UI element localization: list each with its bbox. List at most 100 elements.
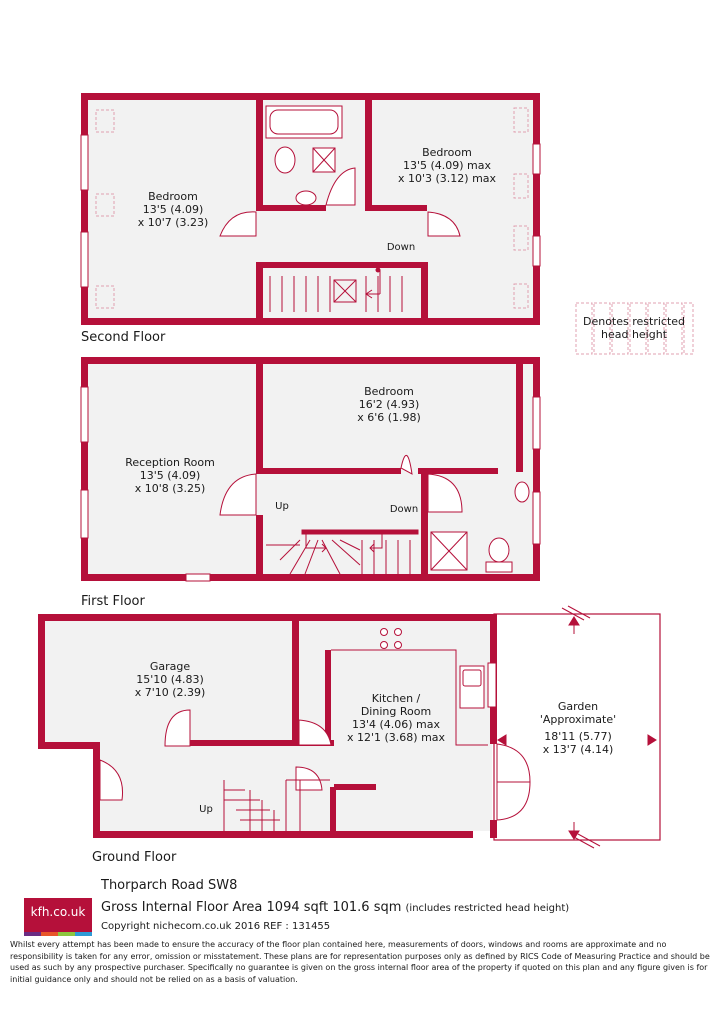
room-dimension: 13'5 (4.09) max <box>403 159 492 172</box>
door-swing <box>427 473 463 513</box>
wall <box>81 357 88 581</box>
room-dimension: 16'2 (4.93) <box>359 398 420 411</box>
bath-tub <box>269 109 339 135</box>
wall <box>38 742 100 749</box>
wall <box>256 515 263 579</box>
door-swing <box>295 766 323 791</box>
room-name: Reception Room <box>125 456 215 469</box>
logo-text: kfh.co.uk <box>30 905 86 919</box>
room-dimension: 15'10 (4.83) <box>136 673 204 686</box>
door-swing <box>427 211 461 237</box>
stairs-label: Down <box>390 504 418 515</box>
wall <box>93 742 100 838</box>
room-dimension: x 10'3 (3.12) max <box>398 172 497 185</box>
door-swing <box>99 759 124 801</box>
wall <box>325 650 331 745</box>
window <box>532 396 541 450</box>
window <box>532 235 541 267</box>
gross-internal-area: Gross Internal Floor Area 1094 sqft 101.… <box>101 900 569 915</box>
floor-title: First Floor <box>81 594 145 609</box>
toilet-icon <box>488 537 510 563</box>
hob-icon <box>380 628 402 649</box>
legend-text: head height <box>601 328 668 341</box>
room-dimension: x 7'10 (2.39) <box>135 686 206 699</box>
door-swing <box>496 781 531 821</box>
first-floor-plan: Reception Room 13'5 (4.09) x 10'8 (3.25)… <box>80 357 541 609</box>
wall <box>81 357 540 364</box>
wall <box>81 574 540 581</box>
wall <box>421 474 428 579</box>
wall <box>516 362 523 472</box>
wall <box>292 619 299 745</box>
restricted-head-height <box>95 107 529 309</box>
wall <box>365 98 372 210</box>
wall <box>256 362 263 474</box>
window <box>487 662 497 708</box>
gia-value: Gross Internal Floor Area 1094 sqft 101.… <box>101 900 402 915</box>
room-dimension: x 13'7 (4.14) <box>543 743 614 756</box>
stair-marker <box>375 267 381 273</box>
room-name: Dining Room <box>361 705 431 718</box>
door-swing <box>219 473 257 516</box>
wall <box>421 262 428 322</box>
wall <box>38 614 45 748</box>
wall <box>533 93 540 325</box>
stairs-label: Up <box>199 804 213 815</box>
room-name: 'Approximate' <box>540 713 616 726</box>
window <box>532 143 541 175</box>
wall <box>256 262 263 322</box>
room-name: Kitchen / <box>372 692 421 705</box>
floor-title: Second Floor <box>81 330 166 345</box>
window <box>80 231 89 288</box>
logo-stripes <box>24 932 92 936</box>
room-dimension: x 12'1 (3.68) max <box>347 731 446 744</box>
wall <box>256 468 401 474</box>
stairs-label: Down <box>387 242 415 253</box>
stairs-icon <box>269 270 403 312</box>
ground-floor-fill <box>44 619 492 743</box>
shower-line <box>312 147 336 173</box>
floor-title: Ground Floor <box>92 850 177 865</box>
wall <box>330 787 336 831</box>
wall <box>256 98 263 210</box>
door-swing <box>298 719 332 746</box>
toilet-icon <box>274 146 296 174</box>
room-name: Bedroom <box>422 146 472 159</box>
floor-plan: Bedroom 13'5 (4.09) x 10'7 (3.23) Bedroo… <box>38 93 694 865</box>
shower-line <box>430 531 468 571</box>
stairs-icon <box>266 529 419 575</box>
window <box>532 491 541 545</box>
room-dimension: 18'11 (5.77) <box>544 730 612 743</box>
gia-note: (includes restricted head height) <box>405 903 570 914</box>
bath-icon <box>265 105 343 139</box>
room-dimension: 13'5 (4.09) <box>143 203 204 216</box>
basin-icon <box>295 190 317 206</box>
wall <box>418 468 498 474</box>
wall <box>81 93 540 100</box>
room-dimension: x 10'7 (3.23) <box>138 216 209 229</box>
room-name: Bedroom <box>364 385 414 398</box>
sink-bowl <box>462 669 482 687</box>
legend: Denotes restricted head height <box>575 302 694 355</box>
room-dimension: 13'4 (4.06) max <box>352 718 441 731</box>
restricted-legend-swatch <box>575 302 694 355</box>
door-swing <box>325 167 356 206</box>
kitchen-counter <box>331 649 488 746</box>
stair-marker <box>303 529 309 535</box>
wall <box>533 357 540 581</box>
wall <box>93 831 473 838</box>
ground-floor-plan: Garage 15'10 (4.83) x 7'10 (2.39) Kitche… <box>38 605 661 865</box>
room-dimension: x 6'6 (1.98) <box>357 411 421 424</box>
garden-dimension-arrows <box>497 605 657 849</box>
cistern-icon <box>485 561 513 573</box>
property-address: Thorparch Road SW8 <box>101 878 238 893</box>
door-swing <box>400 455 413 475</box>
window <box>80 386 89 443</box>
copyright: Copyright nichecom.co.uk 2016 REF : 1314… <box>101 921 331 932</box>
legend-text: Denotes restricted <box>583 315 685 328</box>
wall <box>81 93 88 325</box>
stairs-icon <box>223 779 330 831</box>
door-swing <box>219 211 257 237</box>
wall <box>81 318 540 325</box>
room-name: Garage <box>150 660 191 673</box>
